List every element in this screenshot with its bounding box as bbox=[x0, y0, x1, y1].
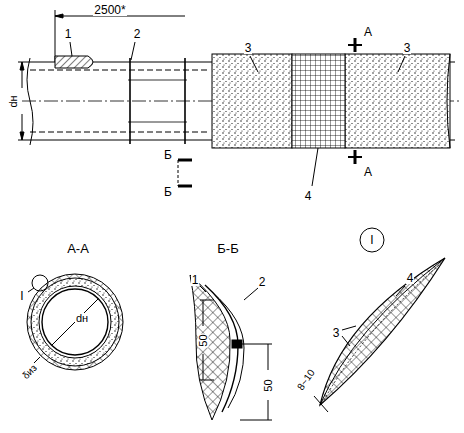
section-title: Б-Б bbox=[216, 242, 239, 255]
callout-number: 3 bbox=[244, 42, 253, 54]
dimension: 50 bbox=[263, 378, 274, 392]
section-mark: А bbox=[363, 166, 373, 178]
detail-mark: I bbox=[369, 234, 374, 246]
callout-number: 4 bbox=[304, 190, 313, 202]
callout-number: 2 bbox=[133, 28, 142, 40]
callout-number: 1 bbox=[191, 274, 200, 286]
dimension: δиз bbox=[20, 362, 40, 382]
dimension: 2500* bbox=[93, 4, 126, 16]
dimension: 8~10 bbox=[295, 367, 317, 393]
callout-number: 1 bbox=[64, 28, 73, 40]
dimension: dн bbox=[75, 313, 89, 324]
dimension: 50 bbox=[198, 333, 209, 347]
dimension: dн bbox=[7, 94, 18, 108]
section-mark: Б bbox=[163, 186, 173, 198]
detail-mark: I bbox=[19, 290, 24, 302]
section-title: А-А bbox=[66, 242, 90, 255]
section-mark: Б bbox=[163, 149, 173, 161]
callout-number: 3 bbox=[403, 42, 412, 54]
callout-number: 4 bbox=[406, 272, 415, 284]
section-mark: А bbox=[363, 26, 373, 38]
callout-number: 3 bbox=[332, 327, 341, 339]
callout-number: 2 bbox=[258, 276, 267, 288]
